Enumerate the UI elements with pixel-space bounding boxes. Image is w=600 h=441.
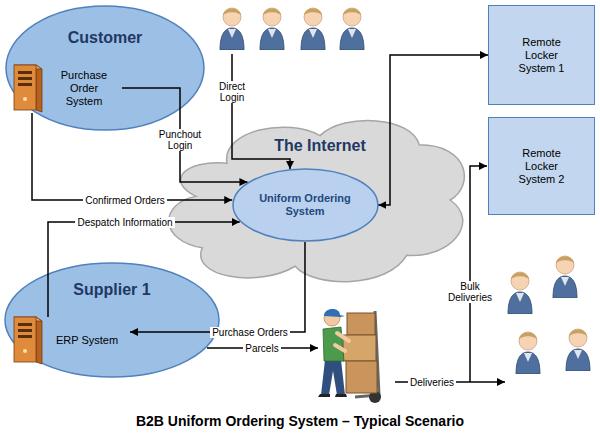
node-heading: Customer	[68, 29, 143, 47]
server-icon	[10, 315, 46, 365]
flow-label: Bulk Deliveries	[442, 281, 498, 303]
server-node: Purchase Order System	[10, 63, 122, 113]
node-heading: The Internet	[274, 137, 366, 155]
ellipse-outline	[6, 6, 204, 130]
courier-legs	[321, 360, 345, 395]
ellipse-region: CustomerPurchase Order System	[5, 5, 205, 131]
user-icon	[301, 8, 325, 50]
edge-label: Despatch Information	[75, 217, 174, 228]
flow-label: Parcels	[243, 343, 280, 354]
flow-connector	[130, 242, 305, 332]
node-label: Uniform Ordering System	[255, 192, 355, 218]
user-icon	[516, 332, 540, 374]
user-icons	[220, 8, 590, 374]
bulk-deliveries-line	[470, 166, 487, 382]
node-heading: Supplier 1	[73, 281, 150, 299]
server-icon	[10, 63, 46, 113]
connectors	[32, 55, 488, 332]
ellipse-region: Uniform Ordering System	[232, 168, 379, 242]
courier-cap	[324, 309, 345, 317]
flow-connector	[32, 113, 232, 200]
user-icon	[220, 8, 244, 50]
edge-label: Purchase Orders	[210, 327, 290, 338]
cloud-outline	[169, 120, 465, 281]
user-icon	[260, 8, 284, 50]
flow-label: Direct Login	[211, 81, 253, 103]
flow-connector	[378, 55, 488, 205]
user-icon	[340, 8, 364, 50]
node-label: ERP System	[52, 334, 122, 347]
server-icon	[14, 317, 42, 364]
courier-figure	[318, 309, 381, 403]
flow-lines	[207, 54, 505, 382]
ellipse-outline	[5, 263, 219, 377]
parcel-box	[346, 361, 377, 393]
edge-label: Confirmed Orders	[83, 195, 166, 206]
server-icon	[14, 65, 42, 112]
ellipse-outline	[233, 169, 378, 241]
diagram-title: B2B Uniform Ordering System – Typical Sc…	[136, 413, 464, 429]
node-label: Remote Locker System 2	[509, 147, 575, 186]
title-bar: B2B Uniform Ordering System – Typical Sc…	[0, 412, 600, 430]
system-box: Remote Locker System 1	[488, 5, 595, 105]
node-label: Purchase Order System	[52, 69, 116, 108]
user-icon	[508, 272, 532, 314]
edge-label: Punchout Login	[154, 129, 206, 151]
server-node: ERP System	[10, 317, 130, 363]
user-icon	[566, 329, 590, 371]
flow-connector	[48, 222, 240, 317]
system-box: Remote Locker System 2	[488, 117, 595, 215]
node-label: Remote Locker System 1	[509, 36, 575, 75]
flow-label: Deliveries	[408, 377, 456, 388]
direct-login-line	[232, 54, 290, 169]
user-icon	[553, 256, 577, 298]
ellipse-region: Supplier 1 ERP System	[4, 262, 220, 378]
parcel-box	[347, 313, 375, 335]
courier-arms	[335, 333, 349, 351]
courier-shoes	[318, 394, 347, 397]
